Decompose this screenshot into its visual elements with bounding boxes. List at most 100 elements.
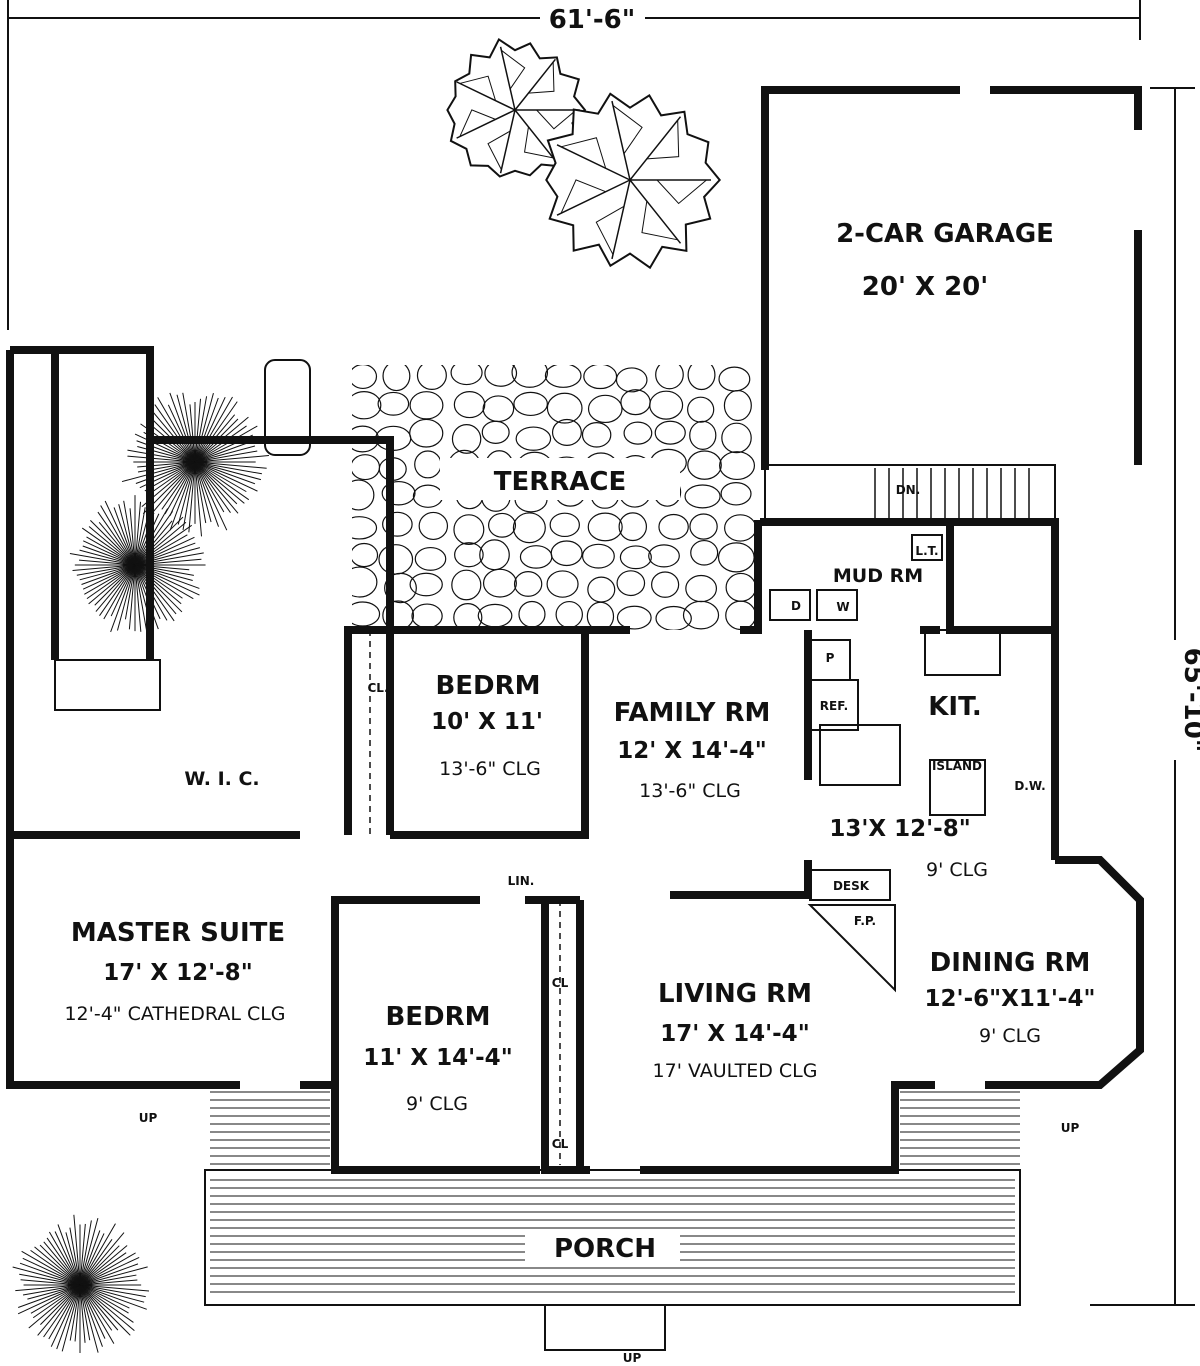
stone: [453, 391, 486, 419]
stone: [453, 603, 483, 630]
stone: [381, 480, 416, 506]
stone: [719, 451, 756, 481]
stone: [724, 514, 757, 542]
stone: [477, 603, 513, 628]
stone: [654, 420, 686, 445]
garage-label: 2-CAR GARAGE: [836, 219, 1054, 249]
stone: [482, 395, 515, 423]
stone: [409, 418, 444, 448]
stone: [518, 600, 546, 628]
desk-label: DESK: [833, 879, 870, 893]
stone: [451, 569, 482, 601]
family-room-size: 12' X 14'-4": [617, 738, 766, 764]
stone: [655, 365, 684, 390]
pantry-label: P: [826, 651, 835, 665]
stone: [616, 570, 646, 597]
stone: [352, 391, 382, 420]
fireplace-label: F.P.: [854, 914, 876, 928]
stone: [648, 544, 680, 568]
stone: [684, 484, 721, 509]
kitchen-ceiling: 9' CLG: [926, 859, 988, 881]
stone: [687, 450, 722, 480]
stone: [725, 572, 757, 602]
stone: [581, 543, 615, 569]
stone: [687, 396, 715, 423]
stone: [352, 566, 378, 598]
stone: [382, 511, 413, 537]
stone: [409, 391, 444, 420]
up-label: UP: [139, 1111, 158, 1125]
stone: [352, 601, 381, 627]
porch: PORCH: [204, 1091, 1021, 1351]
stairs-down-label: DN.: [896, 483, 921, 497]
master-suite-size: 17' X 12'-8": [103, 960, 252, 986]
walk-in-closet-label: W. I. C.: [184, 768, 259, 790]
bedroom1-label: BEDRM: [435, 671, 540, 701]
stone: [418, 511, 449, 541]
stone: [414, 450, 442, 479]
stone: [587, 512, 623, 542]
mud-room-label: MUD RM: [833, 565, 923, 587]
stone: [481, 420, 510, 444]
stone: [352, 542, 379, 568]
stone: [619, 545, 652, 570]
closet-label: CL.: [367, 681, 388, 695]
stone: [581, 422, 612, 448]
bedroom2-label: BEDRM: [385, 1002, 490, 1032]
closet-label: CL: [552, 976, 569, 990]
stone: [352, 516, 378, 540]
stone: [512, 512, 546, 544]
dining-room-ceiling: 9' CLG: [979, 1025, 1041, 1047]
up-label: UP: [1061, 1121, 1080, 1135]
stone: [546, 570, 579, 598]
landscaping: [12, 37, 722, 1353]
laundry-tub-label: L.T.: [915, 544, 938, 558]
shrub-icon: [12, 1214, 150, 1353]
stone: [487, 512, 517, 538]
stone: [352, 454, 381, 481]
stone: [623, 421, 653, 445]
stone: [587, 576, 616, 603]
stone: [689, 513, 718, 540]
porch-label: PORCH: [554, 1234, 656, 1264]
stone: [453, 514, 485, 545]
stone: [687, 365, 716, 391]
bedroom1-ceiling: 13'-6" CLG: [439, 758, 541, 780]
width-label: 61'-6": [549, 5, 636, 35]
depth-label: 65'-10": [1178, 648, 1200, 753]
stone: [384, 572, 417, 604]
stone: [551, 418, 582, 446]
living-room-label: LIVING RM: [658, 979, 812, 1009]
stone: [649, 390, 684, 420]
terrace: TERRACE: [352, 365, 757, 630]
living-room-size: 17' X 14'-4": [660, 1021, 809, 1047]
up-label: UP: [623, 1351, 642, 1365]
stone: [544, 365, 582, 388]
stone: [721, 422, 752, 454]
island-label: ISLAND: [932, 759, 982, 773]
stone: [515, 426, 552, 451]
linen-label: LIN.: [508, 874, 535, 888]
stone: [718, 366, 751, 392]
stone: [655, 605, 692, 630]
dishwasher-label: D.W.: [1014, 779, 1045, 793]
stone: [377, 391, 410, 416]
depth-dimension: 65'-10": [1090, 87, 1200, 1306]
stone: [451, 424, 482, 454]
stone: [352, 365, 378, 390]
stone: [382, 365, 411, 392]
stone: [725, 600, 757, 630]
family-room-label: FAMILY RM: [614, 698, 771, 728]
stone: [587, 394, 623, 424]
stone: [658, 513, 689, 540]
stone: [414, 546, 447, 571]
terrace-label: TERRACE: [494, 467, 627, 497]
refrigerator-label: REF.: [820, 699, 848, 713]
stone: [513, 571, 543, 597]
dining-room-label: DINING RM: [930, 948, 1091, 978]
master-suite-label: MASTER SUITE: [71, 918, 285, 948]
bedroom2-size: 11' X 14'-4": [363, 1045, 512, 1071]
garage: 2-CAR GARAGE 20' X 20' DN.: [761, 86, 1142, 521]
tree-icon: [545, 92, 722, 270]
washer-label: W: [836, 600, 849, 614]
